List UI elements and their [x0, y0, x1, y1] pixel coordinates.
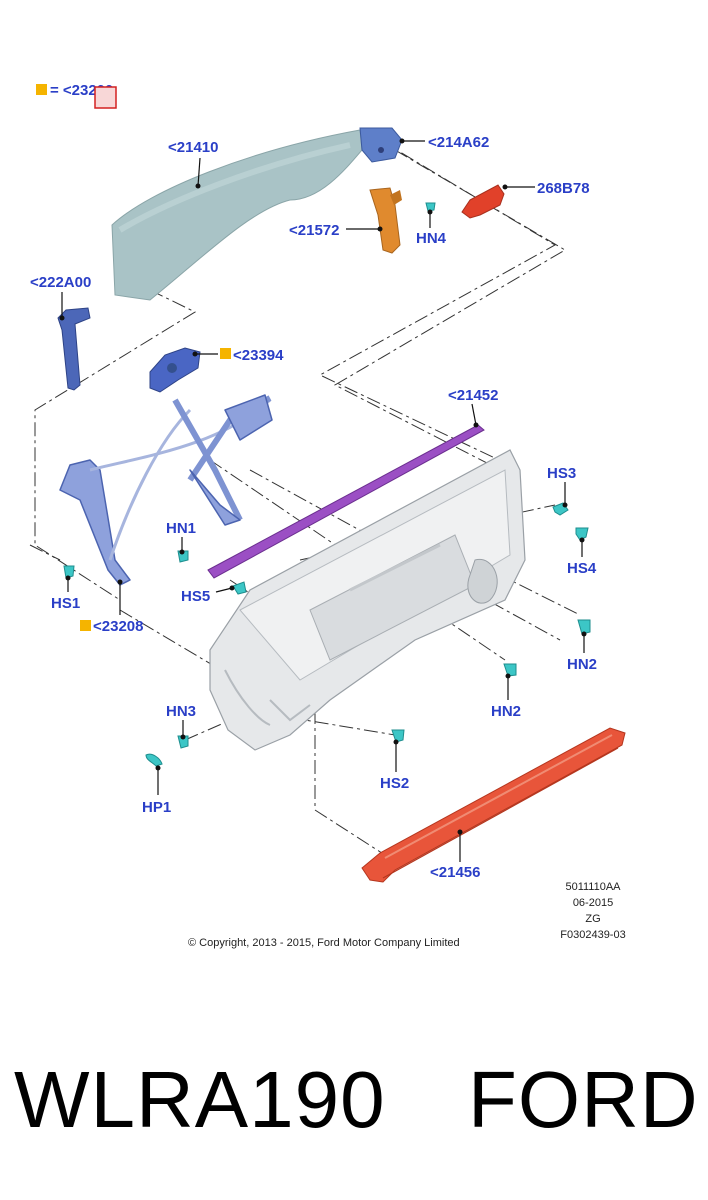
door-inner-panel: [209, 449, 526, 751]
callout-labels: <21410 <214A62 268B78 <21572 HN4 <222A00…: [30, 134, 597, 881]
orange-channel: [369, 187, 402, 254]
fastener-hs1: [63, 565, 75, 579]
fastener-hn2b: [503, 663, 517, 677]
marker-23208: [80, 620, 91, 631]
meta-line-4: F0302439-03: [560, 929, 625, 941]
leader-lines: [59, 138, 587, 862]
callout-HN1: HN1: [166, 520, 196, 537]
callout-HP1: HP1: [142, 799, 171, 816]
mirror-bracket: [359, 127, 403, 163]
meta-line-2: 06-2015: [573, 897, 613, 909]
callout-268B78: 268B78: [537, 180, 590, 197]
window-motor: [149, 347, 201, 393]
callout-21452: <21452: [448, 387, 498, 404]
meta-line-1: 5011110AA: [565, 881, 621, 893]
legend-marker: [36, 84, 47, 95]
callout-23208: <23208: [93, 618, 143, 635]
front-run-channel: [57, 307, 91, 391]
selection-box: [94, 86, 117, 109]
fastener-hp1: [145, 753, 163, 767]
callout-214A62: <214A62: [428, 134, 489, 151]
callout-21410: <21410: [168, 139, 218, 156]
fastener-hs2: [391, 729, 405, 743]
callout-HS2: HS2: [380, 775, 409, 792]
banner-part-code: WLRA190: [14, 1055, 386, 1144]
callout-HN2-center: HN2: [491, 703, 521, 720]
callout-HS4: HS4: [567, 560, 597, 577]
meta-line-3: ZG: [585, 913, 600, 925]
inner-belt-weatherstrip: [207, 424, 485, 579]
fasteners: [63, 202, 591, 767]
copyright: © Copyright, 2013 - 2015, Ford Motor Com…: [188, 937, 460, 949]
drawing-metadata: 5011110AA 06-2015 ZG F0302439-03 © Copyr…: [188, 881, 626, 949]
marker-23394: [220, 348, 231, 359]
red-bracket: [461, 184, 505, 219]
callout-HN3: HN3: [166, 703, 196, 720]
callout-23394: <23394: [233, 347, 284, 364]
banner-brand: FORD: [468, 1055, 699, 1144]
fastener-hn4: [425, 202, 436, 212]
callout-HN4: HN4: [416, 230, 447, 247]
callout-HN2-right: HN2: [567, 656, 597, 673]
callout-21572: <21572: [289, 222, 339, 239]
door-glass: [111, 129, 363, 301]
callout-HS3: HS3: [547, 465, 576, 482]
callout-HS5: HS5: [181, 588, 210, 605]
parts-diagram: = <23200: [29, 82, 626, 949]
legend: = <23200: [36, 82, 117, 109]
sill-seal: [361, 727, 626, 883]
window-regulator: [59, 394, 273, 586]
fastener-hn2a: [577, 619, 591, 635]
callout-21456: <21456: [430, 864, 480, 881]
fastener-hs5: [232, 581, 247, 595]
callout-HS1: HS1: [51, 595, 80, 612]
product-banner: WLRA190 FORD: [0, 1040, 708, 1180]
callout-222A00: <222A00: [30, 274, 91, 291]
